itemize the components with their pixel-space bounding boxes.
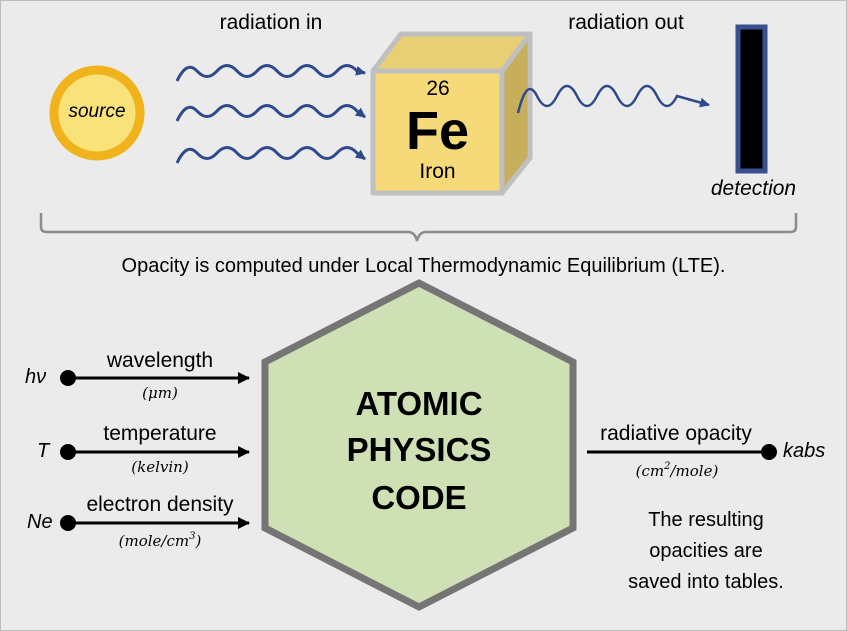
output-label-opacity: radiative opacity: [600, 422, 752, 445]
atomic-physics-hexagon: [261, 279, 577, 611]
output-arrow-opacity: [587, 444, 777, 460]
iron-cube: [370, 31, 533, 196]
input-arrow-electron-density: [60, 515, 250, 531]
core-line-2: PHYSICS: [346, 431, 492, 468]
input-symbol-hv: hν: [25, 366, 47, 388]
radiation-out-label: radiation out: [568, 11, 684, 34]
summary-bracket: [39, 213, 798, 242]
detector-bar-icon: [735, 24, 768, 174]
output-symbol-kabs: kabs: [783, 440, 826, 462]
input-unit-temperature: (kelvin): [131, 458, 189, 476]
output-note-line-3: saved into tables.: [628, 571, 784, 593]
element-atomic-number: 26: [426, 77, 450, 100]
source-sun-icon: [49, 65, 145, 161]
cube-front-face: [370, 68, 505, 196]
output-unit-opacity: (cm2/mole): [635, 461, 719, 480]
lte-caption: Opacity is computed under Local Thermody…: [121, 255, 726, 277]
input-label-electron-density: electron density: [86, 493, 234, 516]
radiation-in-label: radiation in: [219, 11, 323, 34]
detection-label: detection: [710, 177, 797, 200]
element-name: Iron: [419, 160, 456, 183]
core-line-1: ATOMIC: [355, 385, 483, 422]
input-symbol-ne: Ne: [27, 511, 53, 533]
output-note-line-2: opacities are: [649, 540, 763, 562]
output-note-line-1: The resulting: [648, 509, 764, 531]
input-symbol-t: T: [37, 440, 50, 462]
incoming-wave-1: [175, 64, 366, 82]
input-arrow-wavelength: [60, 370, 250, 386]
input-unit-electron-density: (mole/cm3): [118, 531, 202, 550]
source-label: source: [68, 101, 126, 122]
outgoing-wave: [516, 84, 710, 114]
element-symbol: Fe: [405, 101, 470, 161]
input-unit-wavelength: (μm): [142, 384, 178, 402]
core-line-3: CODE: [371, 479, 467, 516]
incoming-wave-3: [175, 146, 366, 164]
input-label-temperature: temperature: [103, 422, 217, 445]
incoming-wave-2: [175, 104, 366, 122]
input-arrow-temperature: [60, 444, 250, 460]
input-label-wavelength: wavelength: [106, 349, 214, 372]
